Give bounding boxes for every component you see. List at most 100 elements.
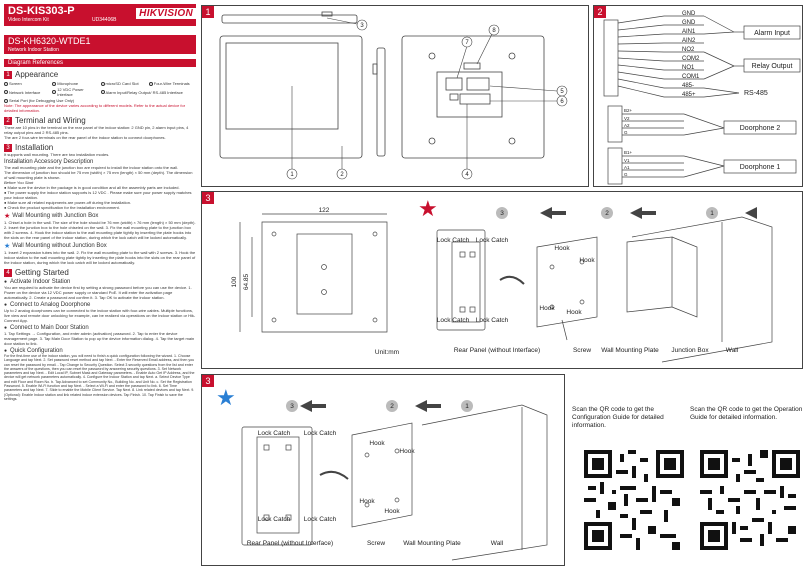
wall-without-box-heading: ★ Wall Mounting without Junction Box (4, 243, 107, 250)
hikvision-logo: HIKVISION (136, 8, 196, 19)
wiring-diagram: GND GND AIN1 AIN2 NO2 COM2 NO1 COM1 485-… (603, 11, 801, 185)
analog-text: Up to 2 analog doorphones can be connect… (4, 308, 196, 323)
kit-subtitle: Video Intercom Kit (8, 17, 49, 23)
installation-text-2: The wall mounting plate and the junction… (4, 165, 179, 170)
junction-box-label: Junction Box (671, 347, 709, 354)
callout-3: 3 (360, 23, 364, 29)
before-item: ● The power supply the indoor station su… (4, 190, 192, 200)
dp-pin-label: A1 (624, 165, 630, 170)
qr-code-config[interactable] (584, 450, 684, 550)
step-2: 2 (390, 403, 394, 410)
quick-config-text: For the first-time use of the indoor sta… (4, 354, 195, 401)
lock-catch-label: Lock Catch (437, 317, 470, 324)
qr-code-operation[interactable] (700, 450, 800, 550)
activate-heading: Activate Indoor Station (4, 279, 196, 285)
wall-with-box-steps: 1. Chisel a hole in the wall. The size o… (4, 220, 196, 240)
appearance-legend: Screen Microphone microSD Card Slot Four… (4, 81, 196, 103)
installation-text-1: It supports wall mounting. There are two… (4, 152, 110, 157)
rear-panel-label: Rear Panel (without Interface) (247, 540, 333, 547)
lock-catch-label: Lock Catch (437, 237, 470, 244)
pin-label: 485- (682, 83, 694, 89)
main-door-text: 1. Tap Settings → Configuration, and ent… (4, 331, 195, 346)
callout-marker (356, 19, 368, 31)
main-door-heading: Connect to Main Door Station (4, 325, 196, 331)
pin-label: COM2 (682, 56, 700, 62)
section-installation: 3 Installation (4, 143, 196, 152)
activate-text: You are required to activate the device … (4, 285, 192, 300)
panel-wiring: 2 (593, 5, 803, 187)
wall-label: Wall (491, 540, 504, 547)
lock-catch-label: Lock Catch (304, 430, 337, 437)
circle-icon (100, 90, 105, 94)
step-marker (706, 207, 718, 219)
section-getting-started: 4 Getting Started (4, 268, 196, 277)
lock-catch-label: Lock Catch (476, 237, 509, 244)
pin-label: GND (682, 20, 696, 26)
pin-label: COM1 (682, 74, 700, 80)
accessory-heading: Installation Accessory Description (4, 159, 94, 165)
lock-catch-label: Lock Catch (258, 430, 291, 437)
step-3: 3 (290, 403, 294, 410)
lock-catch-label: Lock Catch (476, 317, 509, 324)
terminal-text-2: The are 2 four-wire terminals on the rea… (4, 135, 166, 140)
width-dimension: 122 (319, 207, 330, 214)
appearance-drawing: 3 1 2 4 5 6 7 8 (219, 11, 568, 180)
doc-code: UD34406B (92, 17, 117, 23)
callout-marker (336, 168, 348, 180)
panel-number: 2 (594, 6, 606, 18)
callout-marker (461, 36, 473, 48)
step-marker (601, 207, 613, 219)
before-you-start: Before You Start (4, 180, 34, 185)
circle-icon (4, 90, 8, 94)
step-1: 1 (710, 210, 714, 217)
doorphone-2-label: Doorphone 2 (740, 125, 781, 132)
panel-wall-mount-with-box: 3 (201, 191, 803, 369)
alarm-input-label: Alarm Input (754, 30, 790, 37)
analog-heading: Connect to Analog Doorphone (4, 302, 196, 308)
pin-label: 485+ (682, 92, 696, 98)
relay-output-label: Relay Output (752, 63, 793, 70)
section-terminal: 2 Terminal and Wiring (4, 116, 196, 125)
lock-catch-label: Lock Catch (258, 516, 291, 523)
kit-header: DS-KIS303-P Video Intercom Kit UD34406B … (4, 4, 196, 26)
mount-without-box-drawing: 3 2 1 Lock Catch Lock Catch Lock Catch L… (241, 400, 548, 561)
rear-panel-label: Rear Panel (without Interface) (454, 347, 540, 354)
quick-config-heading: Quick Configuration (4, 348, 196, 354)
callout-7: 7 (465, 40, 469, 46)
left-column: DS-KIS303-P Video Intercom Kit UD34406B … (4, 4, 196, 566)
dp-pin-label: V2 (624, 116, 630, 121)
dp-pin-label: G (624, 130, 628, 135)
dp-pin-label: V1 (624, 158, 630, 163)
panel-wall-mount-without-box: 3 3 2 (201, 374, 565, 566)
legend-item: Network Interface (4, 87, 51, 97)
appearance-note: Note: The appearance of the device varie… (4, 103, 186, 113)
callout-marker (461, 168, 473, 180)
qr-operation-text: Scan the QR code to get the Operation Gu… (690, 406, 803, 421)
circle-icon (100, 81, 105, 86)
circle-icon (148, 81, 153, 86)
panel-appearance: 1 (201, 5, 589, 187)
rs485-label: RS-485 (744, 90, 768, 97)
hook-label: Hook (369, 440, 385, 447)
plate-label: Wall Mounting Plate (601, 347, 659, 354)
hook-label: Hook (554, 245, 570, 252)
wall-label: Wall (726, 347, 739, 354)
wall-without-box-steps: 1. Insert 2 expansion tubes into the wal… (4, 250, 196, 265)
lock-catch-label: Lock Catch (304, 516, 337, 523)
wall-with-box-heading: ★ Wall Mounting with Junction Box (4, 213, 99, 220)
section-title: Installation (15, 143, 54, 152)
before-item: ● Make sure all related equipments are p… (4, 200, 132, 205)
circle-icon (52, 81, 57, 86)
callout-6: 6 (560, 99, 564, 105)
section-number: 3 (4, 143, 12, 152)
legend-item: Serial Port (for Debugging Use Only) (4, 98, 196, 103)
dp-pin-label: B1+ (624, 150, 633, 155)
circle-icon (52, 90, 57, 94)
legend-item: microSD Card Slot (100, 81, 148, 86)
screw-label: Screw (367, 540, 385, 547)
dp-pin-label: A2 (624, 123, 630, 128)
callout-5: 5 (560, 89, 564, 95)
qr-config-text: Scan the QR code to get the Configuratio… (572, 406, 664, 429)
pin-label: GND (682, 11, 696, 17)
mount-with-box-drawing: 122 100 64.85 Unit:mm 3 2 1 Lock Catch L… (231, 207, 773, 363)
